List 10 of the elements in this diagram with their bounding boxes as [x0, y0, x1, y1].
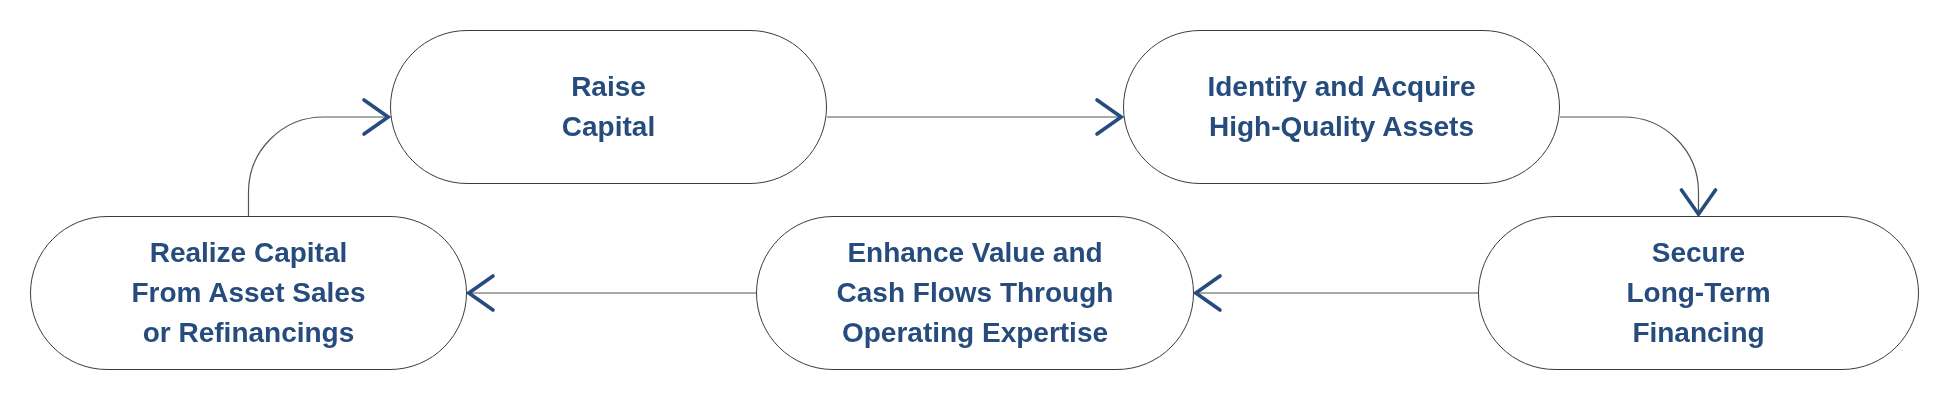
step-label: Raise Capital	[560, 70, 657, 144]
arrow	[826, 98, 1124, 136]
arrow	[247, 98, 391, 217]
arrow	[1559, 116, 1718, 217]
arrow	[466, 274, 757, 312]
step-label: Realize Capital From Asset Sales or Refinancings	[130, 236, 367, 350]
step-label: Enhance Value and Cash Flows Through Operating Expertise	[835, 236, 1115, 350]
step-label: Identify and Acquire High-Quality Assets	[1206, 70, 1477, 144]
step-label: Secure Long-Term Financing	[1625, 236, 1772, 350]
arrow	[1193, 274, 1479, 312]
